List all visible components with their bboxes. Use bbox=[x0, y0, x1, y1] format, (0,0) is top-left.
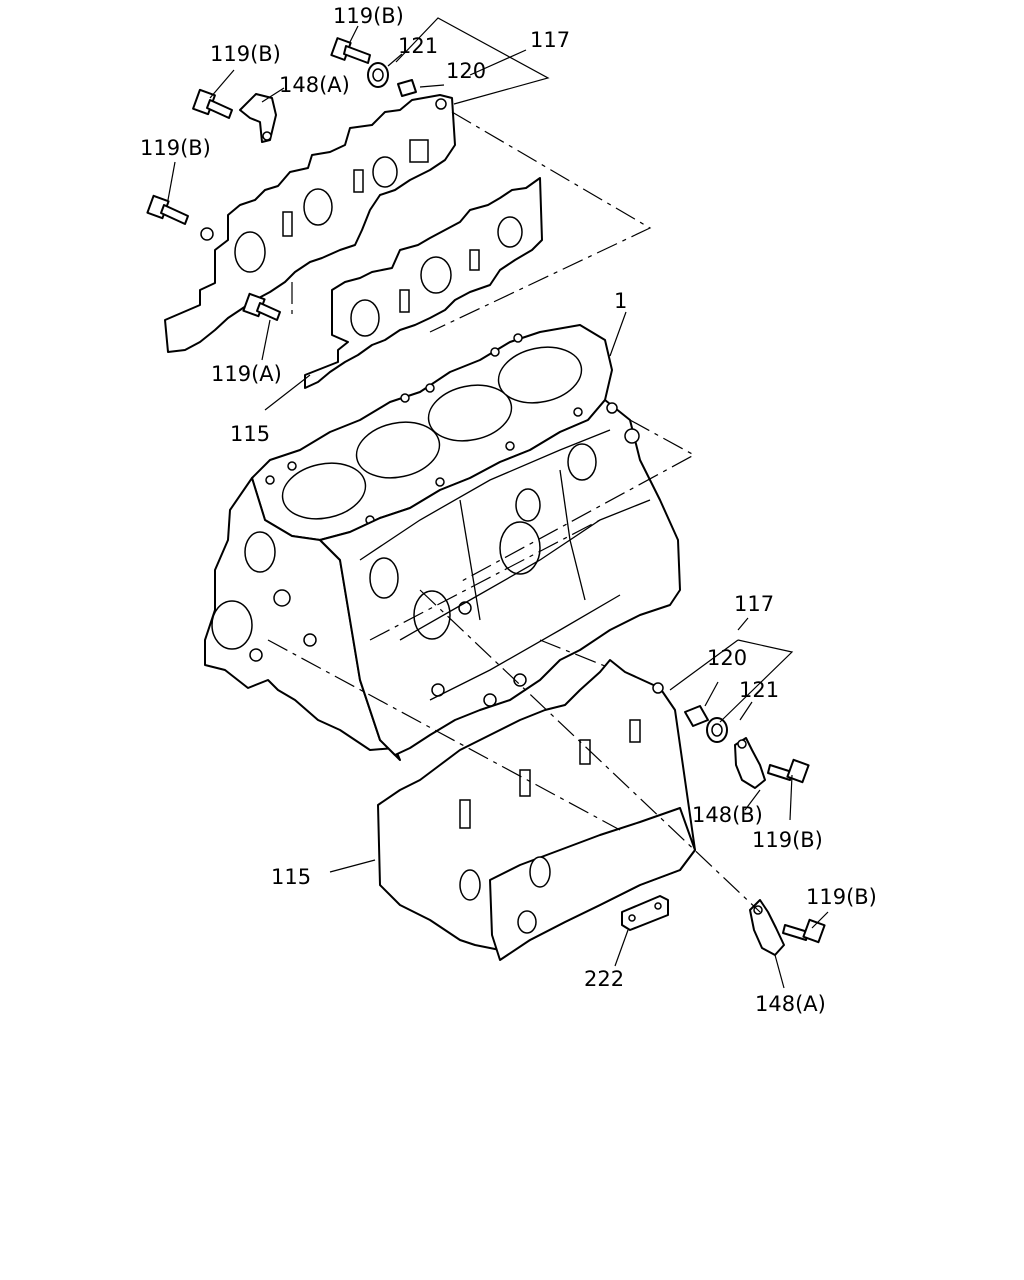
leader-lines bbox=[167, 17, 829, 989]
clip-148b bbox=[734, 737, 766, 789]
clip-148a-bottom bbox=[749, 899, 785, 956]
callout-clip-148a-bottom: 148(A) bbox=[755, 992, 826, 1016]
bolt-119b-mid bbox=[146, 194, 189, 225]
clip-148a-top bbox=[239, 93, 277, 143]
callout-bolt-119a: 119(A) bbox=[211, 362, 282, 386]
pin-120-top bbox=[397, 79, 417, 97]
plate-222 bbox=[621, 895, 669, 931]
callout-bolt-119b-top: 119(B) bbox=[333, 4, 404, 28]
callout-bolt-119b-mid: 119(B) bbox=[140, 136, 211, 160]
callout-sleeve-121-lower: 121 bbox=[739, 678, 780, 702]
pin-120-lower bbox=[684, 705, 709, 727]
upper-gasket-115-front bbox=[304, 177, 543, 389]
lower-gasket-115 bbox=[377, 659, 696, 961]
alignment-lines bbox=[267, 111, 761, 913]
sleeve-121-top bbox=[367, 62, 389, 88]
bolt-119b-top bbox=[330, 37, 371, 64]
callout-bolt-119b-left: 119(B) bbox=[210, 42, 281, 66]
callout-sleeve-121-top: 121 bbox=[398, 34, 439, 58]
callout-clip-148b: 148(B) bbox=[692, 803, 763, 827]
callout-pin-120-top: 120 bbox=[446, 59, 487, 83]
callout-plate-222: 222 bbox=[584, 967, 625, 991]
callout-gasket-115-top: 115 bbox=[230, 422, 271, 446]
cylinder-block-1 bbox=[204, 324, 681, 761]
bolt-119b-bottom bbox=[782, 918, 826, 944]
callout-cylinder-block-1: 1 bbox=[614, 289, 628, 313]
upper-gasket-115 bbox=[164, 94, 456, 353]
bolt-119b-lower bbox=[767, 758, 810, 784]
callout-pin-120-lower: 120 bbox=[707, 646, 748, 670]
callout-bolt-119b-bottom: 119(B) bbox=[806, 885, 877, 909]
sleeve-121-lower bbox=[706, 717, 728, 743]
top-hardware bbox=[146, 37, 417, 321]
lower-hardware bbox=[621, 705, 826, 956]
bolt-119b-left bbox=[192, 88, 233, 119]
callout-bolt-119b-lower: 119(B) bbox=[752, 828, 823, 852]
callout-spacer-117-top: 117 bbox=[530, 28, 571, 52]
callout-spacer-117-lower: 117 bbox=[734, 592, 775, 616]
callout-clip-148a-top: 148(A) bbox=[279, 73, 350, 97]
callout-gasket-115-lower: 115 bbox=[271, 865, 312, 889]
bolt-119a bbox=[242, 292, 281, 321]
